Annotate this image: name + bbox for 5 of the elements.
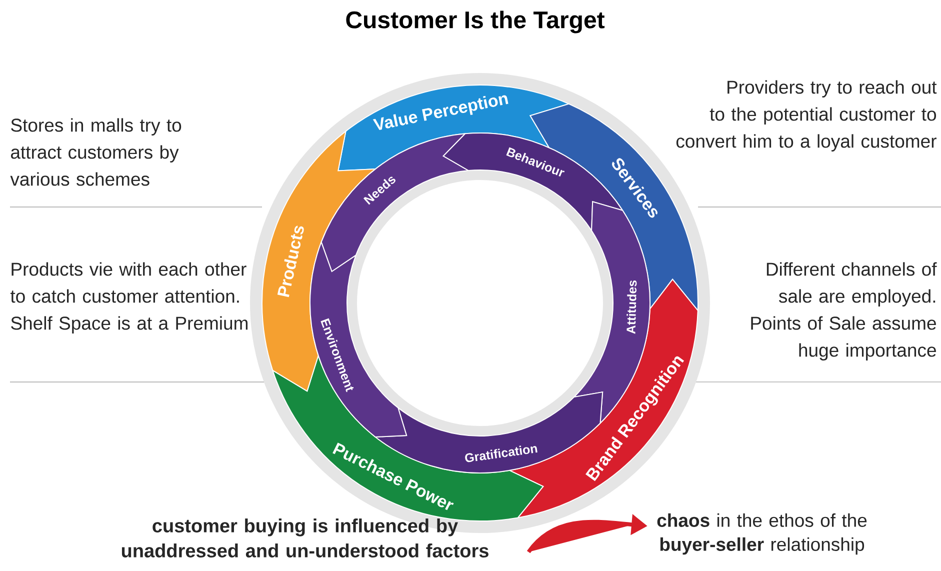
caption-text: customer buying is influenced by unaddressed and un-understood factors	[122, 518, 488, 558]
note-text: Different channels of sale are employed. Points of Sale assume huge importance	[751, 262, 937, 360]
note-text: Products vie with each other to catch customer attention. Shelf Space is at a Premium	[10, 262, 248, 334]
note-text: Stores in malls try to attract customers by various schemes	[10, 118, 182, 186]
title: Customer Is the Target	[346, 10, 605, 34]
